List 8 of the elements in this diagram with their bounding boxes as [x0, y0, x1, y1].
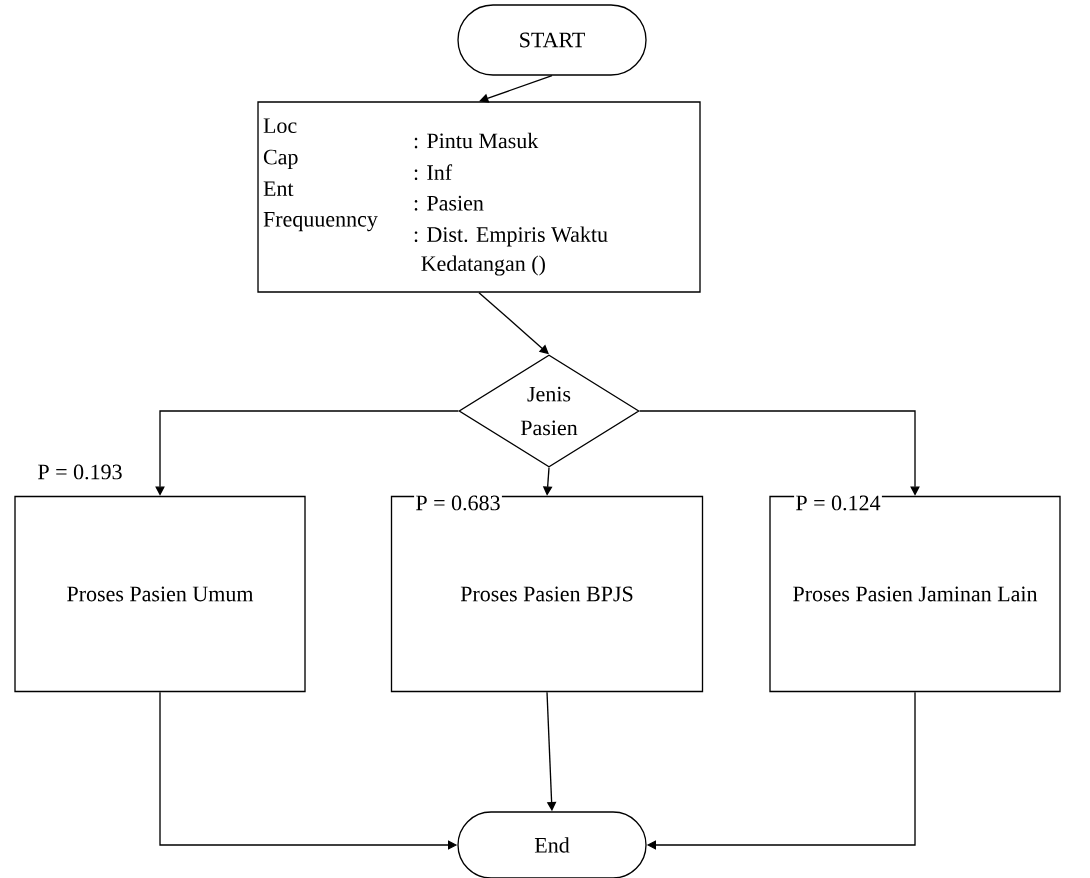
terminal-box: START [457, 4, 647, 76]
edge-label: P = 0.193 [36, 463, 124, 481]
terminal-box: End [457, 811, 647, 878]
process-box: Loc : Pintu Masuk Cap : Inf Ent : Pasien Frequuenncy : Dist. Empiris Waktu Kedatangan () [257, 101, 701, 293]
edge-label: P = 0.124 [794, 494, 882, 512]
process-box: Proses Pasien Umum [14, 495, 306, 693]
edge-label: P = 0.683 [414, 494, 502, 512]
arrow [479, 75, 553, 103]
